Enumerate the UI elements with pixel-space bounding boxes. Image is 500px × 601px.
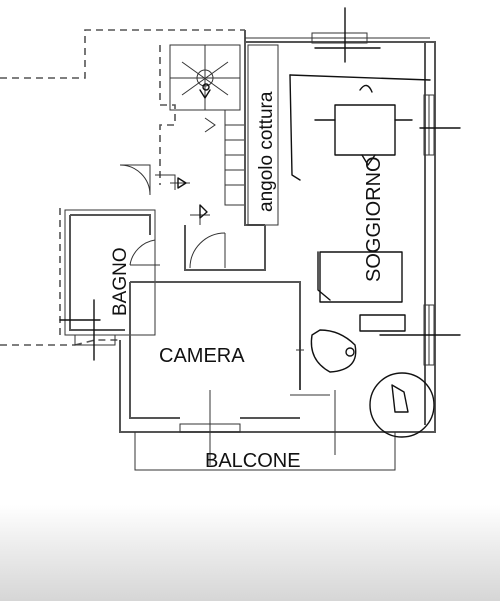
balcony-label: BALCONE [205, 450, 301, 472]
entrance-hall [119, 164, 266, 271]
kitchen-label: angolo cottura [256, 91, 277, 212]
bottom-fade [0, 505, 500, 601]
bedroom-label: CAMERA [159, 345, 245, 367]
bathroom-label: BAGNO [110, 247, 131, 316]
balcony [134, 390, 396, 471]
kitchen-partition [244, 42, 279, 226]
exterior-walls [119, 30, 436, 433]
hand-drawn-markup [59, 7, 461, 438]
living-room-label: SOGGIORNO [363, 156, 385, 282]
bathroom [59, 208, 160, 336]
dashed-outline [0, 29, 245, 346]
bedroom [129, 281, 330, 419]
staircase [169, 44, 245, 206]
